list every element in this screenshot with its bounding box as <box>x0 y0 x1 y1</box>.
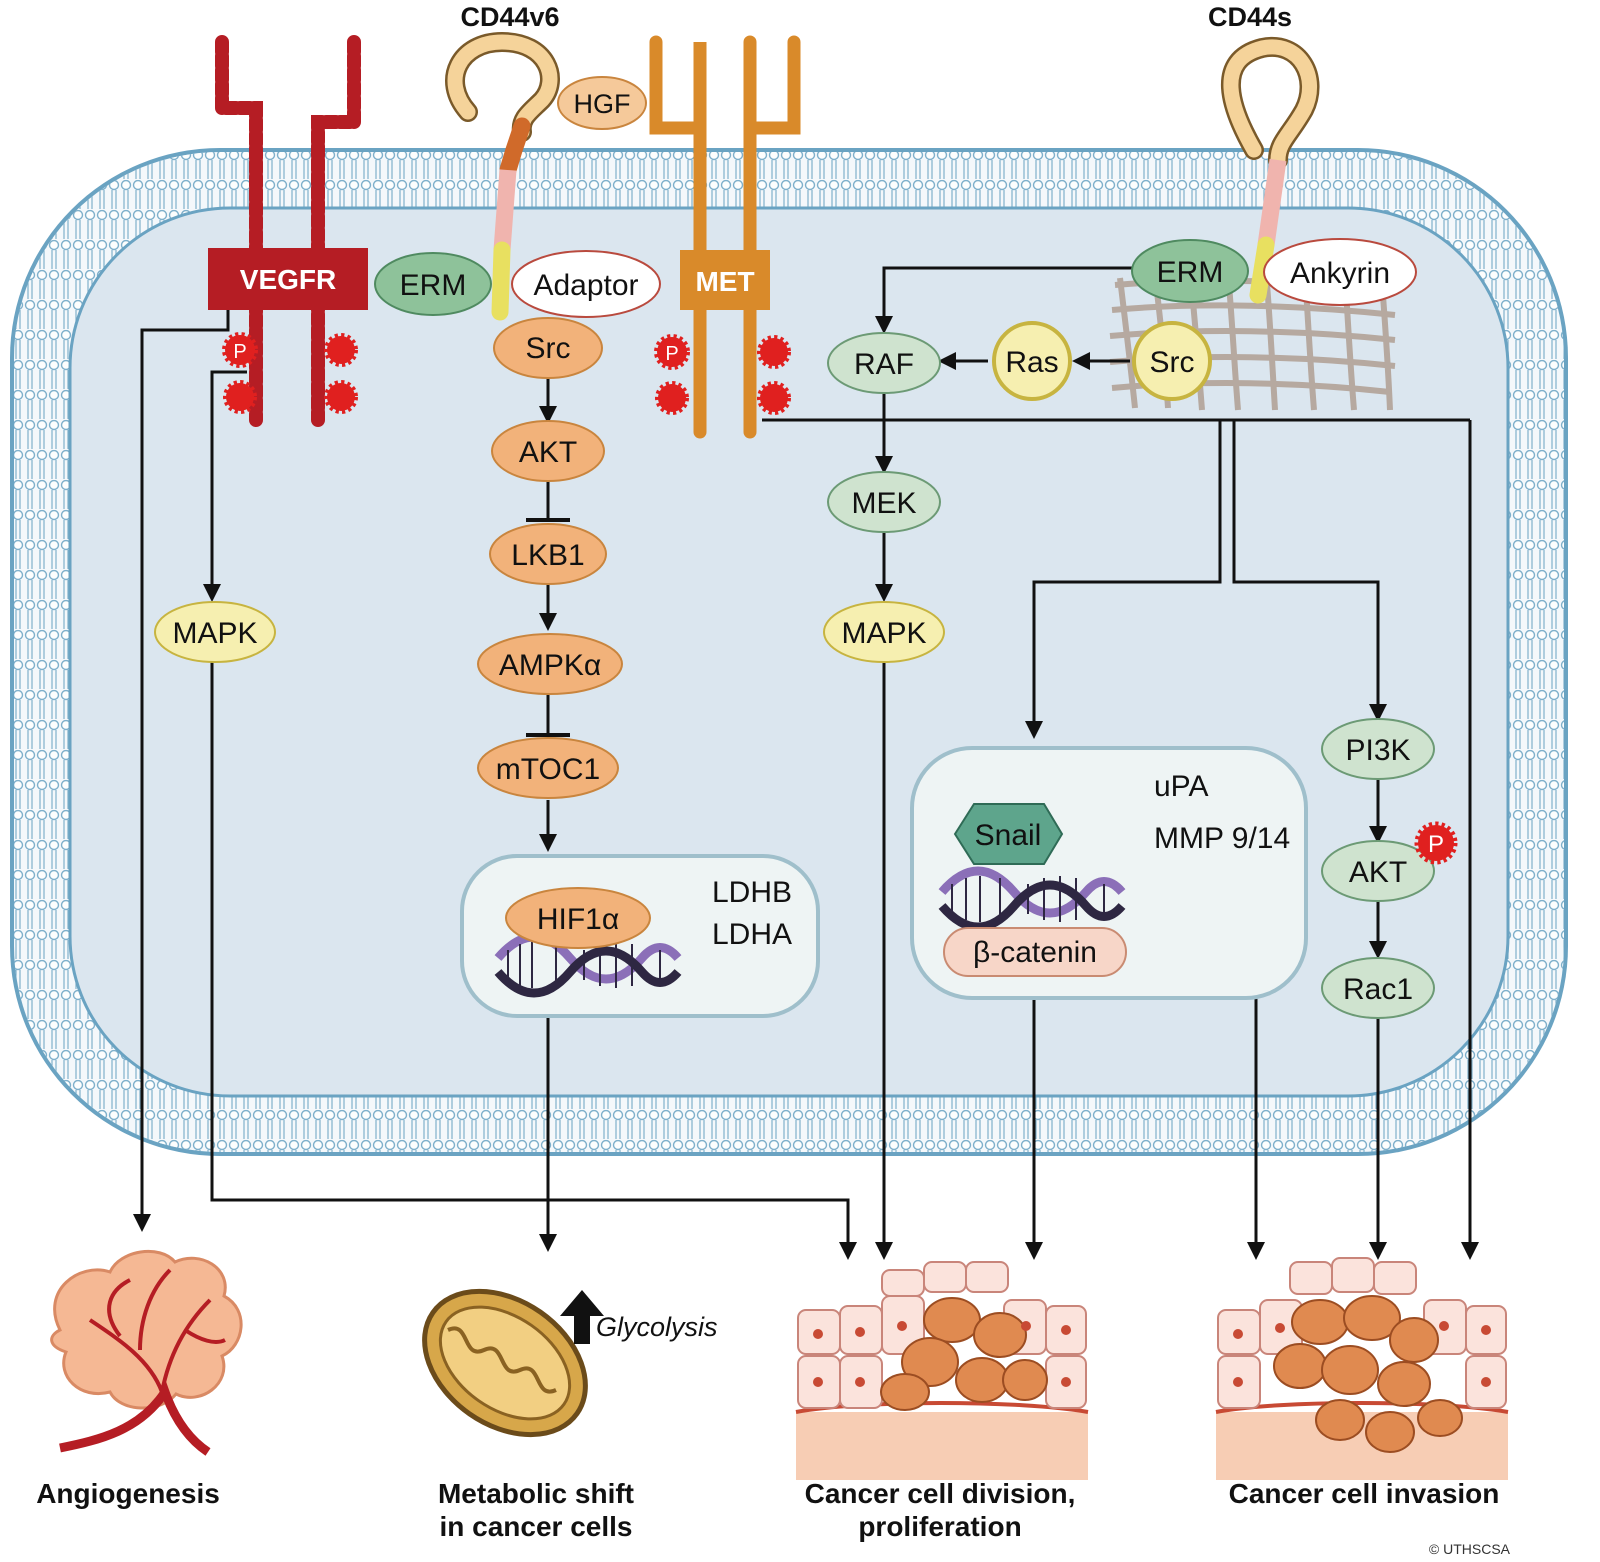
svg-text:AKT: AKT <box>519 436 577 469</box>
dna-helix-icon <box>938 866 1126 932</box>
svg-text:Ras: Ras <box>1005 346 1058 379</box>
mapk-left-node: MAPK <box>154 601 276 663</box>
svg-text:MAPK: MAPK <box>172 617 257 650</box>
svg-text:ERM: ERM <box>1157 256 1224 289</box>
invasion-tissue-icon <box>1215 1257 1509 1480</box>
phospho-badge: P <box>1414 821 1458 865</box>
hif1a-nucleus: HIF1α LDHB LDHA <box>460 854 820 1018</box>
ampk-node: AMPKα <box>477 633 623 695</box>
phospho-dot <box>223 380 257 414</box>
phospho-dot <box>655 381 689 415</box>
snail-node: Snail <box>953 803 1064 865</box>
svg-text:Snail: Snail <box>975 819 1042 852</box>
svg-text:MEK: MEK <box>851 487 916 520</box>
svg-text:Rac1: Rac1 <box>1343 973 1413 1006</box>
metabolic-shift-label-line1: Metabolic shift <box>438 1478 634 1509</box>
src-left-node: Src <box>493 317 603 379</box>
cd44v6-receptor <box>445 31 560 321</box>
bcatenin-node: β-catenin <box>943 927 1127 977</box>
phospho-badge: P <box>654 334 690 370</box>
akt-left-node: AKT <box>491 420 605 482</box>
upa-label: uPA <box>1154 770 1208 803</box>
mek-node: MEK <box>827 471 941 533</box>
rac1-node: Rac1 <box>1321 957 1435 1019</box>
phospho-dot <box>324 333 358 367</box>
mitochondrion-icon <box>422 1288 588 1438</box>
division-tissue-icon <box>795 1261 1089 1480</box>
cd44s-title: CD44s <box>1208 2 1292 32</box>
ankyrin-node: Ankyrin <box>1263 238 1417 306</box>
met-phospho-sites: P <box>654 334 791 415</box>
ldhb-label: LDHB <box>712 876 792 909</box>
svg-text:AMPKα: AMPKα <box>499 649 601 682</box>
raf-node: RAF <box>827 332 941 394</box>
mmp-label: MMP 9/14 <box>1154 822 1290 855</box>
svg-text:P: P <box>1428 831 1444 858</box>
svg-text:P: P <box>665 343 678 365</box>
akt-right-node: AKT P <box>1321 821 1458 902</box>
glycolysis-label: Glycolysis <box>596 1312 718 1342</box>
svg-text:β-catenin: β-catenin <box>973 936 1097 969</box>
phospho-dot <box>324 380 358 414</box>
division-label-line2: proliferation <box>858 1511 1021 1542</box>
svg-text:PI3K: PI3K <box>1345 734 1410 767</box>
glycolysis-up-arrow-icon <box>560 1290 604 1344</box>
invasion-label: Cancer cell invasion <box>1229 1478 1500 1509</box>
svg-text:P: P <box>233 341 246 363</box>
phospho-badge: P <box>222 332 258 368</box>
mtoc1-node: mTOC1 <box>477 737 619 799</box>
src-right-node: Src <box>1132 321 1212 401</box>
cd44v6-title: CD44v6 <box>460 2 559 32</box>
division-label-line1: Cancer cell division, <box>805 1478 1076 1509</box>
vegfr-phospho-sites: P <box>222 332 358 414</box>
erm-right-node: ERM <box>1131 239 1249 303</box>
svg-text:ERM: ERM <box>400 269 467 302</box>
hif1a-node: HIF1α <box>505 887 651 949</box>
snail-nucleus: Snail β-catenin uPA MMP 9/14 <box>910 746 1308 1000</box>
ras-node: Ras <box>992 321 1072 401</box>
ldha-label: LDHA <box>712 918 792 951</box>
metabolic-shift-label-line2: in cancer cells <box>439 1511 632 1542</box>
cd44s-receptor <box>1220 36 1320 304</box>
adaptor-node: Adaptor <box>511 250 661 318</box>
pi3k-node: PI3K <box>1321 718 1435 780</box>
svg-text:LKB1: LKB1 <box>511 539 584 572</box>
hgf-ligand: HGF <box>557 76 647 130</box>
svg-text:mTOC1: mTOC1 <box>496 753 600 786</box>
svg-text:MAPK: MAPK <box>841 617 926 650</box>
svg-text:Src: Src <box>1150 346 1195 379</box>
mapk-center-node: MAPK <box>823 601 945 663</box>
erm-left-node: ERM <box>374 252 492 316</box>
phospho-dot <box>757 381 791 415</box>
angiogenesis-label: Angiogenesis <box>36 1478 220 1509</box>
lkb1-node: LKB1 <box>489 523 607 585</box>
met-label: MET <box>695 266 754 297</box>
svg-text:AKT: AKT <box>1349 856 1407 889</box>
vegfr-label: VEGFR <box>240 264 336 295</box>
svg-text:RAF: RAF <box>854 348 914 381</box>
angiogenesis-tumor-icon <box>50 1249 243 1456</box>
hgf-label: HGF <box>574 89 631 119</box>
vegfr-receptor: VEGFR <box>208 35 368 427</box>
svg-text:Ankyrin: Ankyrin <box>1290 257 1390 290</box>
svg-text:Src: Src <box>526 332 571 365</box>
phospho-dot <box>757 335 791 369</box>
copyright-credit: © UTHSCSA <box>1429 1541 1511 1557</box>
met-receptor: MET <box>649 35 801 439</box>
svg-text:Adaptor: Adaptor <box>533 269 638 302</box>
svg-text:HIF1α: HIF1α <box>537 903 619 936</box>
